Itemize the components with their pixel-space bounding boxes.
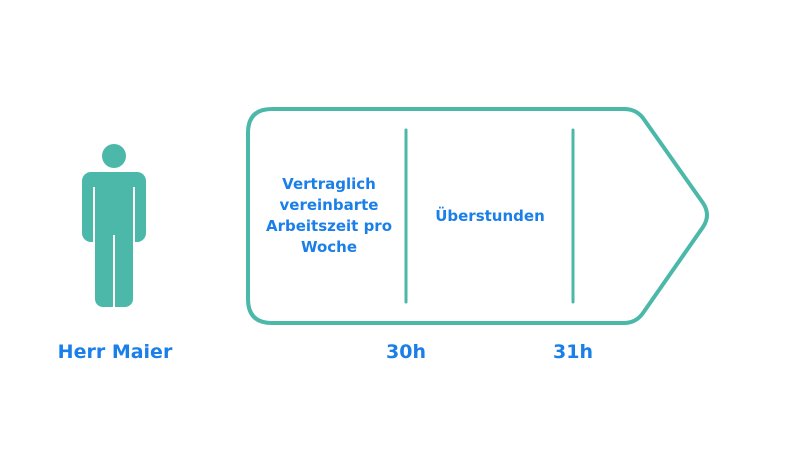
marker-31h-label: 31h — [553, 341, 593, 363]
segment-overtime-label: Überstunden — [435, 206, 545, 225]
marker-30h-label: 30h — [386, 341, 426, 363]
arrow-outline — [246, 107, 709, 325]
person-icon — [82, 144, 146, 310]
person-name: Herr Maier — [57, 341, 173, 363]
segment-contract-hours-label: Vertraglich vereinbarte Arbeitszeit pro … — [265, 175, 393, 256]
